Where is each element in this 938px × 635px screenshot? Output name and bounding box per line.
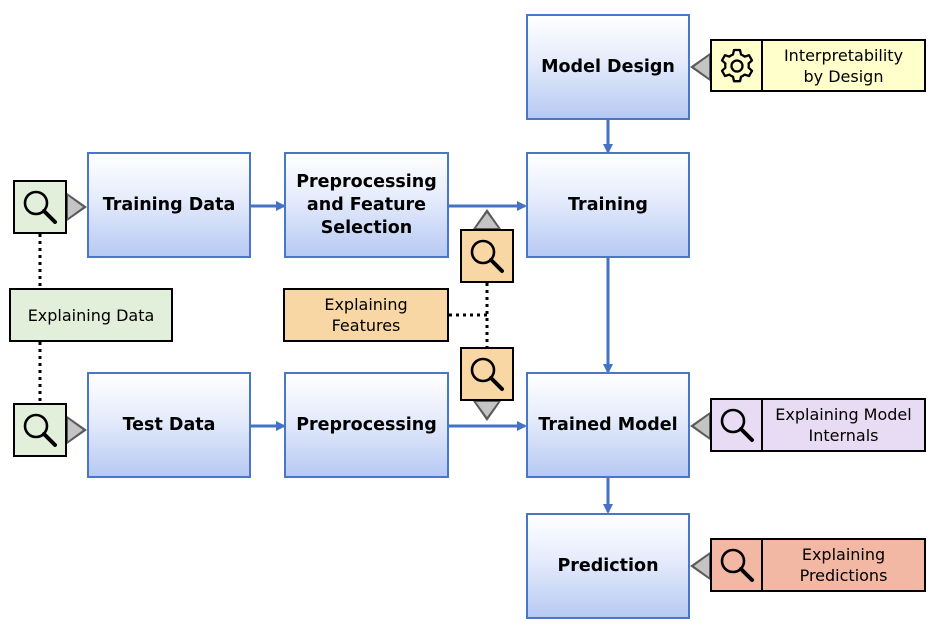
prediction-node[interactable]: Prediction	[526, 513, 690, 619]
trained-model-label: Trained Model	[538, 414, 678, 435]
magnifier-icon[interactable]	[13, 403, 67, 457]
training-label: Training	[568, 194, 648, 215]
label-line: Explaining Data	[27, 305, 155, 325]
preprocessing-feature-selection-label: Preprocessing and Feature Selection	[296, 171, 437, 240]
trained-model-node[interactable]: Trained Model	[526, 372, 690, 478]
magnifier-icon[interactable]	[460, 347, 514, 401]
magnifier-icon-graphic	[23, 413, 57, 447]
magnifier-icon-graphic	[470, 239, 504, 273]
preprocessing-label: Preprocessing	[296, 414, 437, 435]
magnifier-icon[interactable]	[460, 229, 514, 283]
training-node[interactable]: Training	[526, 152, 690, 258]
pointer-triangle-icon	[67, 416, 87, 444]
explaining-data-label: Explaining Data	[9, 288, 173, 342]
test-data-node[interactable]: Test Data	[87, 372, 251, 478]
test-data-label: Test Data	[122, 414, 216, 435]
label-line: Preprocessing	[296, 171, 437, 192]
label-line: and Feature	[306, 194, 427, 215]
interpretability-by-design-label: Interpretability by Design	[761, 39, 926, 92]
magnifier-icon-graphic	[470, 357, 504, 391]
pointer-triangle-icon	[473, 209, 501, 229]
magnifier-icon-graphic	[720, 548, 754, 582]
magnifier-icon[interactable]	[710, 538, 763, 592]
magnifier-icon-graphic	[720, 408, 754, 442]
pointer-triangle-icon	[690, 412, 710, 440]
label-line: Selection	[320, 217, 413, 238]
pointer-triangle-icon	[473, 401, 501, 421]
label-line: Features	[331, 316, 401, 335]
explaining-model-internals-label: Explaining Model Internals	[761, 398, 926, 452]
pointer-triangle-icon	[690, 552, 710, 580]
training-data-node[interactable]: Training Data	[87, 152, 251, 258]
pointer-triangle-icon	[67, 193, 87, 221]
model-design-node[interactable]: Model Design	[526, 14, 690, 120]
label-line: Interpretability	[783, 45, 904, 65]
prediction-label: Prediction	[557, 555, 659, 576]
label-line: Internals	[808, 426, 879, 445]
magnifier-icon[interactable]	[710, 398, 763, 452]
gear-icon-graphic	[720, 48, 753, 82]
magnifier-icon[interactable]	[13, 180, 67, 234]
label-line: Explaining	[801, 545, 886, 564]
preprocessing-node[interactable]: Preprocessing	[284, 372, 449, 478]
gear-icon[interactable]	[710, 39, 763, 92]
label-line: by Design	[803, 66, 884, 86]
label-line: Predictions	[799, 566, 888, 585]
label-line: Explaining	[324, 295, 408, 314]
pointer-triangle-icon	[690, 53, 710, 81]
explaining-features-label: Explaining Features	[283, 288, 449, 342]
magnifier-icon-graphic	[23, 190, 57, 224]
model-design-label: Model Design	[541, 56, 675, 77]
training-data-label: Training Data	[102, 194, 236, 215]
preprocessing-feature-selection-node[interactable]: Preprocessing and Feature Selection	[284, 152, 449, 258]
label-line: Explaining Model	[775, 405, 912, 424]
explaining-predictions-label: Explaining Predictions	[761, 538, 926, 592]
